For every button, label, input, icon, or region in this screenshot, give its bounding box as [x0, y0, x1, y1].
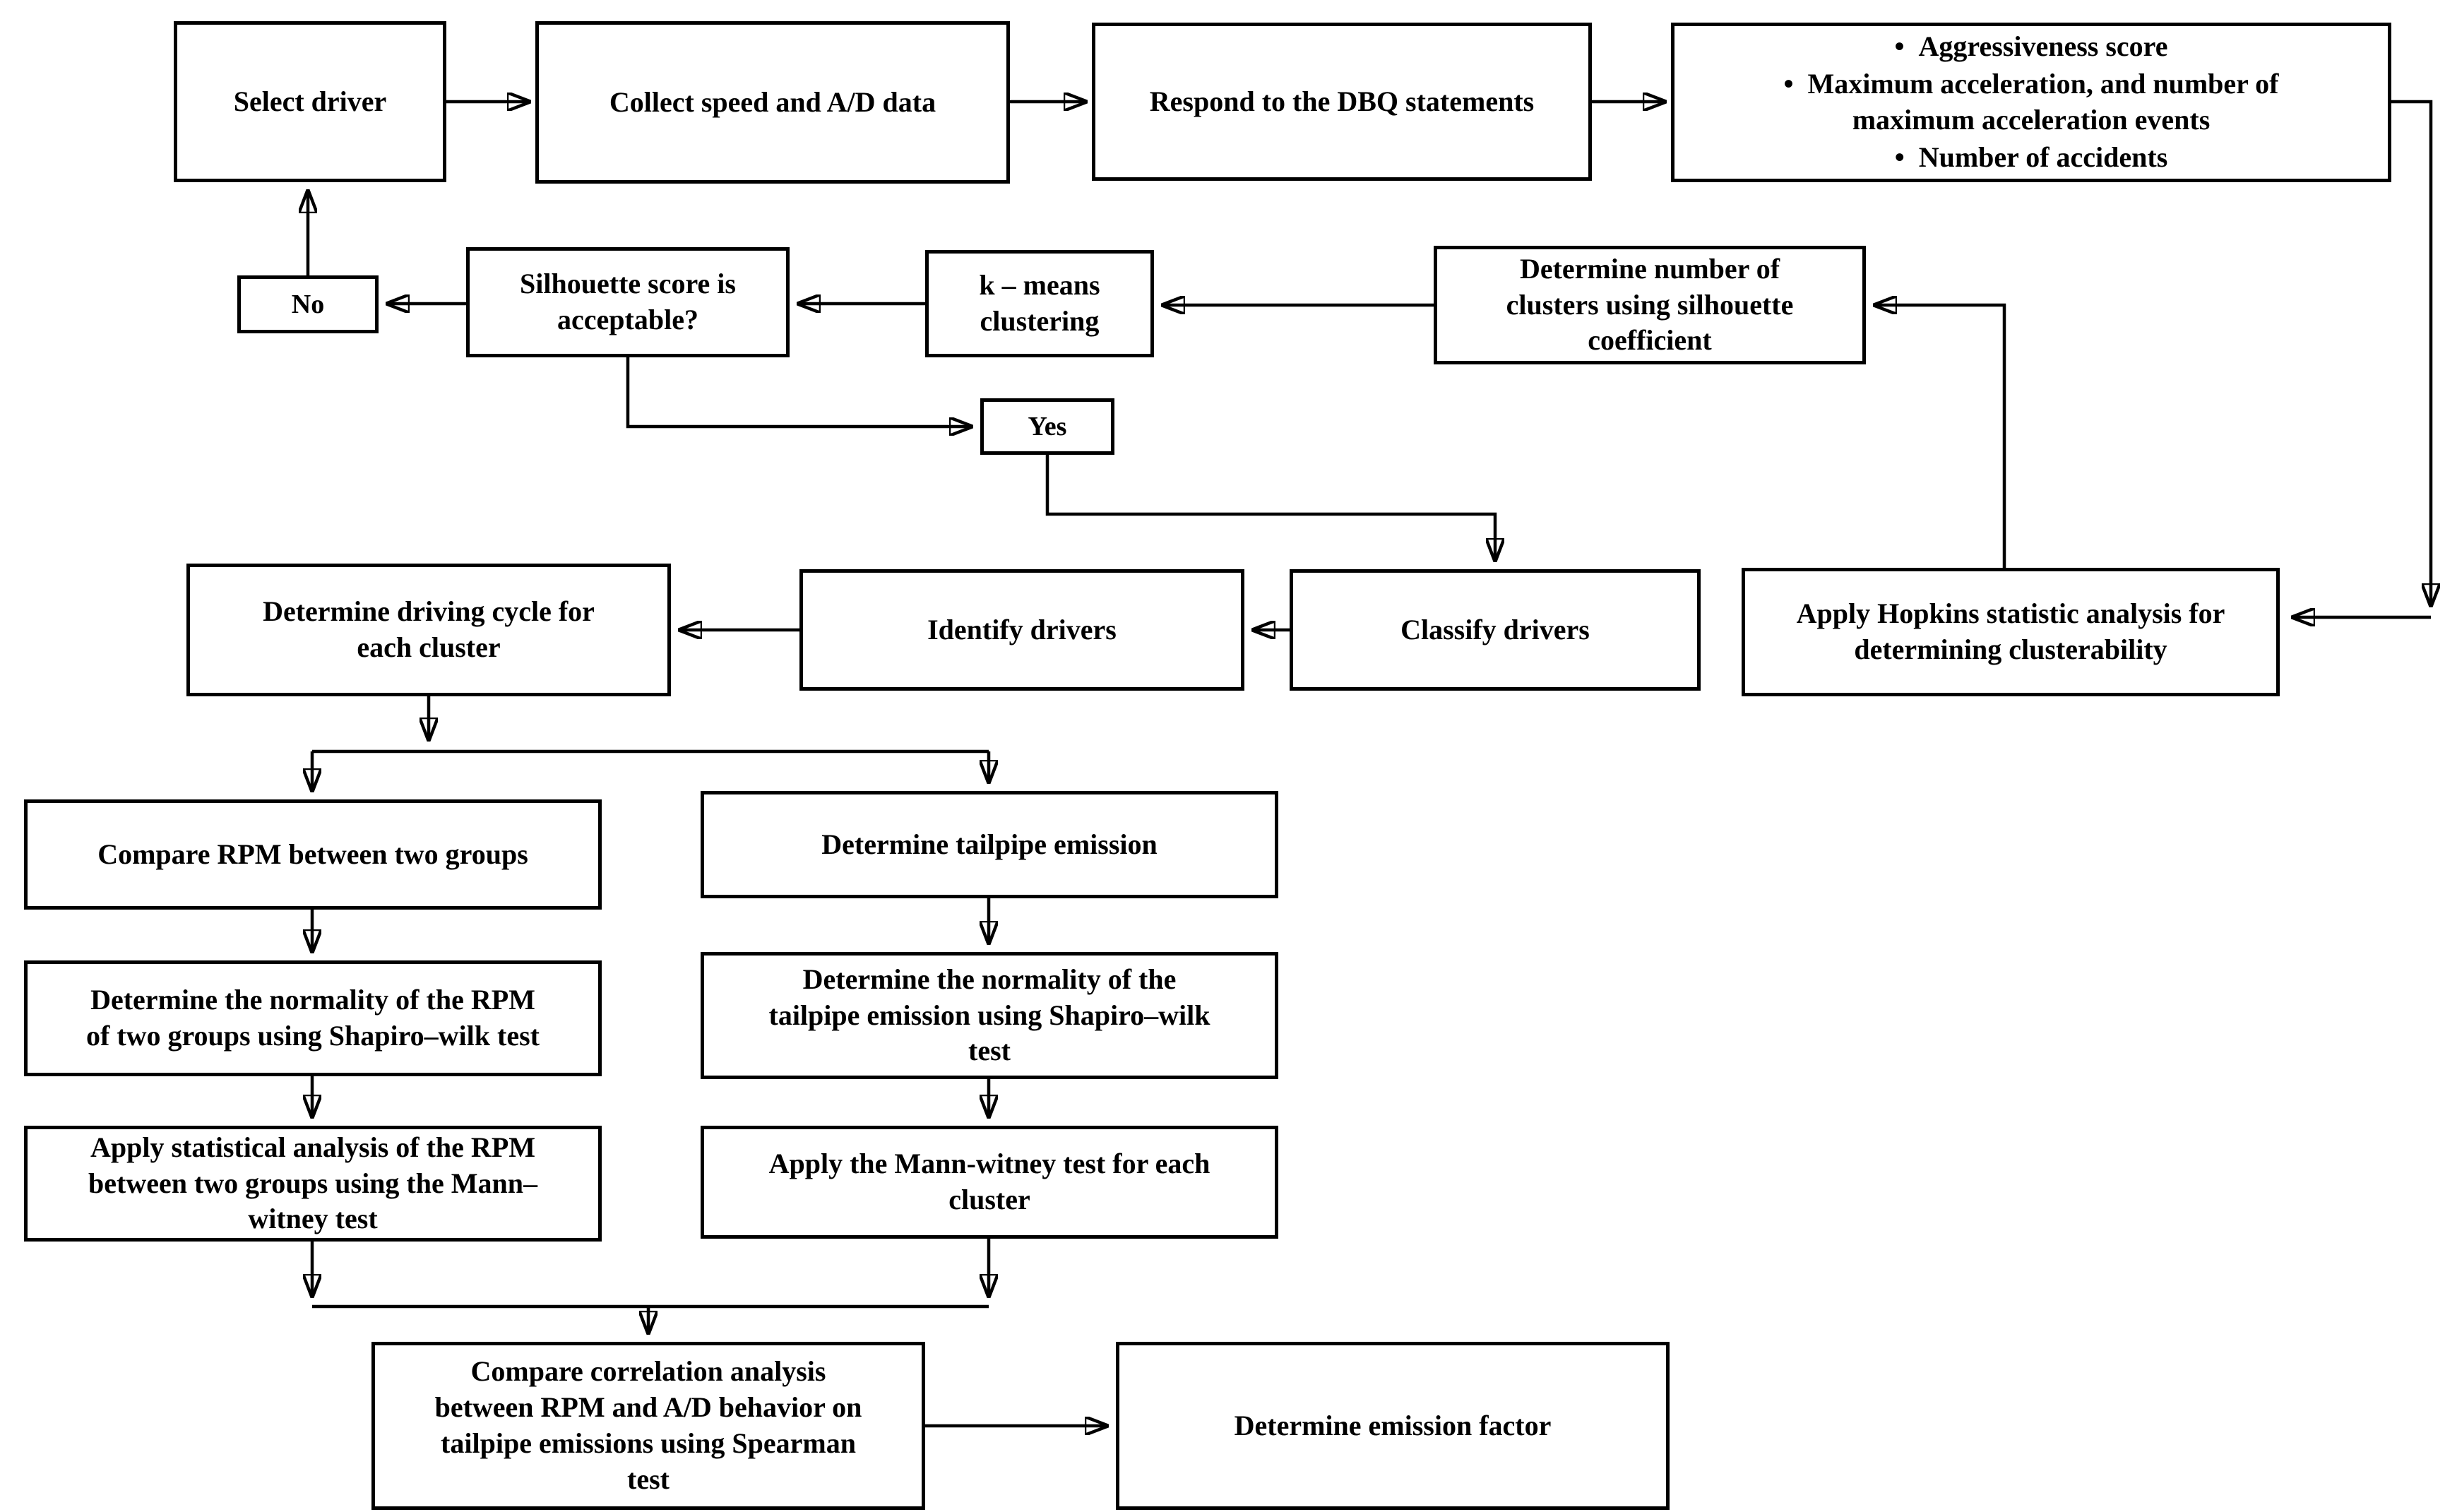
- node-determine-number-of-clusters: Determine number of clusters using silho…: [1434, 246, 1866, 364]
- node-select-driver: Select driver: [174, 21, 446, 182]
- node-mann-witney-cluster: Apply the Mann-witney test for each clus…: [701, 1126, 1278, 1239]
- metric-aggressiveness-score: Aggressiveness score: [1895, 29, 2168, 65]
- node-hopkins-statistic: Apply Hopkins statistic analysis for det…: [1742, 568, 2280, 696]
- arrow-hopkins-to-clusters: [1876, 305, 2006, 568]
- node-normality-rpm: Determine the normality of the RPM of tw…: [24, 960, 602, 1076]
- node-no: No: [237, 275, 379, 333]
- node-normality-tailpipe: Determine the normality of the tailpipe …: [701, 952, 1278, 1079]
- node-kmeans-clustering: k – means clustering: [925, 250, 1154, 357]
- node-identify-drivers: Identify drivers: [799, 569, 1244, 691]
- line-metrics-to-right-edge: [2391, 100, 2431, 605]
- node-determine-emission-factor: Determine emission factor: [1116, 1342, 1670, 1510]
- node-metrics-list: Aggressiveness score Maximum acceleratio…: [1671, 23, 2391, 182]
- metric-max-acceleration: Maximum acceleration, and number of maxi…: [1784, 66, 2279, 138]
- node-collect-speed-ad-data: Collect speed and A/D data: [535, 21, 1010, 184]
- arrow-silhouette-to-yes: [626, 357, 970, 427]
- arrow-yes-to-classify: [1045, 455, 1495, 559]
- node-yes: Yes: [980, 398, 1114, 455]
- node-compare-rpm: Compare RPM between two groups: [24, 799, 602, 910]
- node-classify-drivers: Classify drivers: [1290, 569, 1701, 691]
- node-mann-witney-rpm: Apply statistical analysis of the RPM be…: [24, 1126, 602, 1242]
- node-silhouette-acceptable: Silhouette score is acceptable?: [466, 247, 790, 357]
- metric-number-of-accidents: Number of accidents: [1895, 140, 2168, 176]
- node-respond-dbq: Respond to the DBQ statements: [1092, 23, 1592, 181]
- node-spearman-correlation: Compare correlation analysis between RPM…: [371, 1342, 925, 1510]
- node-determine-tailpipe-emission: Determine tailpipe emission: [701, 791, 1278, 898]
- node-driving-cycle: Determine driving cycle for each cluster: [186, 564, 671, 696]
